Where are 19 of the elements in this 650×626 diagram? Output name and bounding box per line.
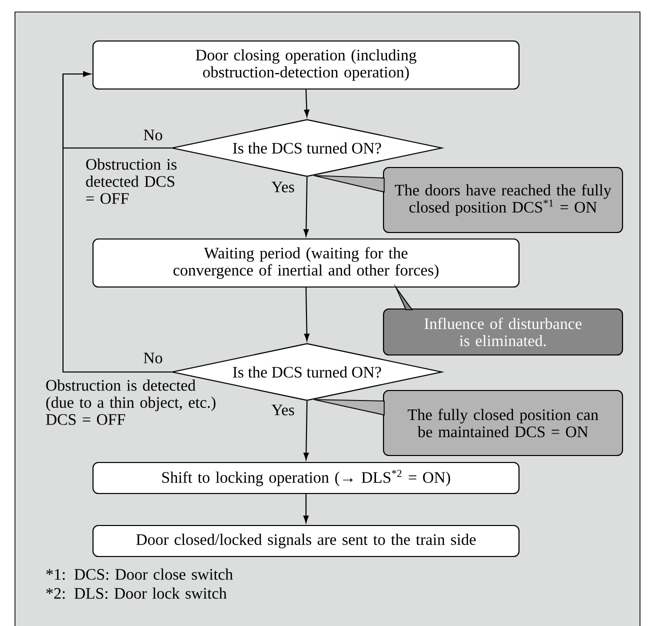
callout-box: The fully closed position can be maintained DCS = ON [382,390,624,456]
process-box: Door closing operation (including obstruction-detection operation) [92,40,520,90]
edge-label: Yes [272,404,294,416]
arrow [62,71,172,373]
arrow [304,90,310,117]
process-box: Door closed/locked signals are sent to the train side [92,524,520,558]
edge-label: Yes [272,182,294,192]
edge-label: No [144,130,162,140]
arrow [303,177,309,236]
callout-box: The doors have reached the fully closed position DCS$^{*1}$ = ON [382,166,624,234]
process-box: Waiting period (waiting for the convergence of inertial and other forces) [92,238,520,288]
process-box: Shift to locking operation (→ DLS$^{*2}$ = ON) [92,462,520,494]
callout-box: Influence of disturbance is eliminated. [382,308,624,356]
arrow [304,288,310,341]
footnote: *2: DLS: Door lock switch [46,588,227,599]
arrow [303,401,309,460]
edge-label: No [144,352,162,364]
arrow [303,494,309,523]
footnote: *1: DCS: Door close switch [46,568,233,580]
